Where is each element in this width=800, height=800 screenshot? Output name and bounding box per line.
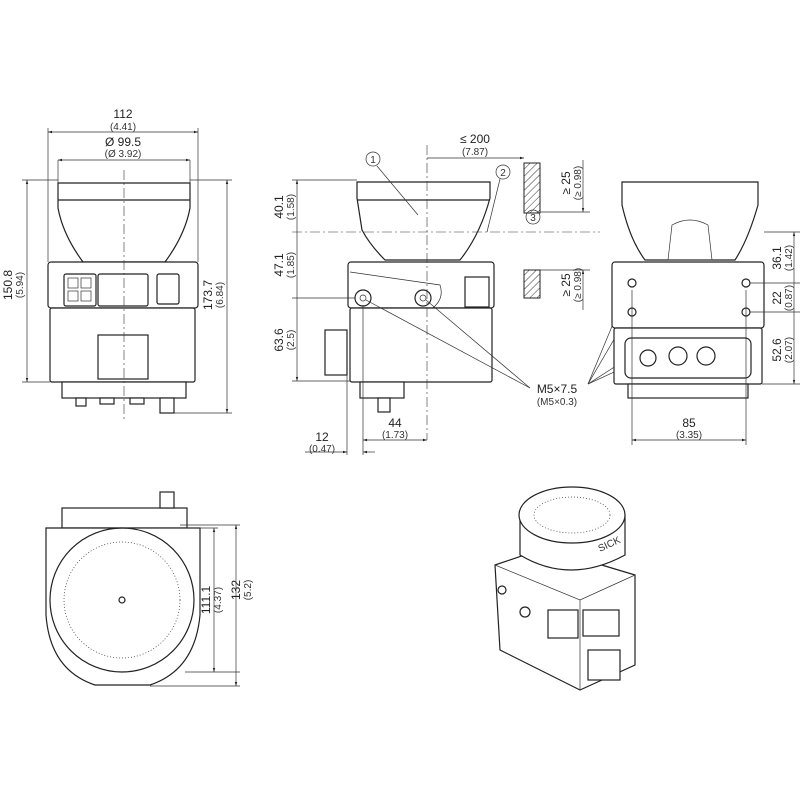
thread-metric: M5×7.5 xyxy=(537,382,578,396)
callout-3: 3 xyxy=(530,213,536,224)
dim-b-in: (0.87) xyxy=(784,285,795,311)
mounting-hole xyxy=(354,289,372,307)
obstacle-top xyxy=(523,162,541,214)
dim-bottom-a-in: (4.37) xyxy=(213,587,224,613)
dim-distance: ≤ 200 xyxy=(460,132,490,146)
thread-imperial: (M5×0.3) xyxy=(537,397,577,408)
rear-view: 36.1 (1.42) 22 (0.87) 52.6 (2.07) 85 (3.… xyxy=(611,181,800,445)
dim-lower-in: (2.5) xyxy=(286,330,297,351)
dim-dome-diameter-in: (Ø 3.92) xyxy=(105,149,142,160)
obstacle-bottom xyxy=(523,269,541,299)
dim-width-in: (4.41) xyxy=(110,122,136,133)
dim-distance-in: (7.87) xyxy=(462,147,488,158)
dim-dome-height-in: (1.58) xyxy=(286,194,297,220)
status-window xyxy=(97,334,149,380)
dim-height-in: (5.94) xyxy=(15,272,26,298)
side-view: 1 2 3 ≤ 200 (7.87) 40.1 (1.58) 47.1 (1.8… xyxy=(272,132,600,455)
bottom-view: 111.1 (4.37) 132 (5.2) xyxy=(45,491,254,687)
dim-dome-height: 40.1 xyxy=(272,195,286,219)
dim-upper-in: (1.85) xyxy=(286,252,297,278)
dim-lower: 63.6 xyxy=(272,328,286,352)
connector-panel xyxy=(624,337,752,379)
dim-hole-in: (1.73) xyxy=(382,430,408,441)
isometric-view: SICK xyxy=(494,486,636,691)
callout-1: 1 xyxy=(370,155,376,166)
dim-a: 36.1 xyxy=(770,246,784,270)
display xyxy=(97,273,149,307)
dim-gap-top: ≥ 25 xyxy=(559,171,573,195)
dim-rear-width: 85 xyxy=(682,416,696,430)
usb-cover xyxy=(156,273,180,305)
dim-gap-bottom: ≥ 25 xyxy=(559,273,573,297)
dim-c: 52.6 xyxy=(770,338,784,362)
scanner-dome xyxy=(356,181,491,261)
dim-dome-diameter: Ø 99.5 xyxy=(105,135,141,149)
dim-gap-top-in: (≥ 0.98) xyxy=(573,166,584,200)
keypad xyxy=(464,276,490,308)
dim-b: 22 xyxy=(770,291,784,305)
dim-bottom-b-in: (5.2) xyxy=(243,580,254,601)
callout-2: 2 xyxy=(500,168,506,179)
scanner-dome xyxy=(621,181,759,261)
dim-offset-in: (0.47) xyxy=(309,444,335,455)
front-view: 112 (4.41) Ø 99.5 (Ø 3.92) 150.8 (5.94) … xyxy=(1,107,232,420)
dim-upper: 47.1 xyxy=(272,253,286,277)
base-outline xyxy=(45,527,201,686)
dim-gap-bottom-in: (≥ 0.98) xyxy=(573,268,584,302)
dim-width: 112 xyxy=(113,107,132,121)
mounting-hole xyxy=(414,289,432,307)
dim-hole: 44 xyxy=(388,416,402,430)
keypad xyxy=(63,273,97,307)
dim-bottom-b: 132 xyxy=(229,580,243,600)
dim-total-height: 173.7 xyxy=(201,280,215,310)
dim-c-in: (2.07) xyxy=(784,337,795,363)
dim-a-in: (1.42) xyxy=(784,245,795,271)
side-connector xyxy=(324,329,348,376)
dim-total-height-in: (6.84) xyxy=(215,282,226,308)
dim-height: 150.8 xyxy=(1,270,15,300)
dim-offset: 12 xyxy=(315,430,329,444)
keypad xyxy=(547,609,579,639)
dim-rear-width-in: (3.35) xyxy=(676,430,702,441)
dim-bottom-a: 111.1 xyxy=(199,586,213,615)
